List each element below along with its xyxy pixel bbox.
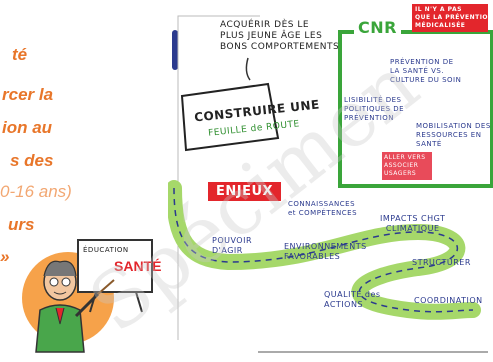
- sketch-lines-icon: [168, 15, 488, 353]
- mobilisation-text: MOBILISATION DES RESSOURCES EN SANTÉ: [416, 122, 491, 148]
- left-text-line-6: urs: [8, 215, 35, 234]
- left-text-line-4: s des: [10, 151, 54, 170]
- left-text-line-2: rcer la: [2, 85, 54, 104]
- acquerir-text: ACQUÉRIR DÈS LE PLUS JEUNE ÂGE LES BONS …: [220, 20, 340, 52]
- teacher-illustration: ÉDUCATION SANTÉ: [18, 232, 168, 357]
- lisibilite-text: LISIBILITÉ DES POLITIQUES DE PRÉVENTION: [344, 96, 405, 122]
- enjeux-banner: ENJEUX: [208, 182, 282, 201]
- cnr-note: IL N'Y A PAS QUE LA PRÉVENTION MÉDICALIS…: [412, 4, 493, 32]
- sketchnote-panel: ACQUÉRIR DÈS LE PLUS JEUNE ÂGE LES BONS …: [168, 0, 493, 360]
- qualite-text: QUALITÉ des ACTIONS: [324, 290, 381, 309]
- coordination-text: COORDINATION: [414, 296, 483, 305]
- cnr-box: [338, 30, 493, 188]
- left-text-line-5: 0-16 ans): [0, 182, 72, 201]
- environnements-text: ENVIRONNEMENTS FAVORABLES: [284, 242, 367, 261]
- left-text-line-7: »: [0, 247, 10, 266]
- aller-vers-note: ALLER VERS ASSOCIER USAGERS: [382, 152, 432, 180]
- connaissances-text: CONNAISSANCES et COMPÉTENCES: [288, 200, 358, 217]
- cnr-title: CNR: [354, 18, 401, 37]
- structurer-text: STRUCTURER: [412, 258, 471, 267]
- left-text-line-1: té: [12, 45, 28, 64]
- pouvoir-text: POUVOIR D'AGIR: [212, 236, 253, 255]
- left-slide-panel: té rcer la ion au s des 0-16 ans) urs » …: [0, 0, 168, 360]
- prevention-culture-text: PRÉVENTION DE LA SANTÉ VS. CULTURE DU SO…: [390, 58, 462, 84]
- board-title: SANTÉ: [114, 258, 162, 274]
- teacher-figure-icon: [22, 239, 153, 353]
- blue-bracket: [172, 30, 178, 70]
- left-text-line-3: ion au: [2, 118, 53, 137]
- board-label: ÉDUCATION: [83, 246, 129, 254]
- impacts-text: IMPACTS CHGT CLIMATIQUE: [380, 214, 446, 233]
